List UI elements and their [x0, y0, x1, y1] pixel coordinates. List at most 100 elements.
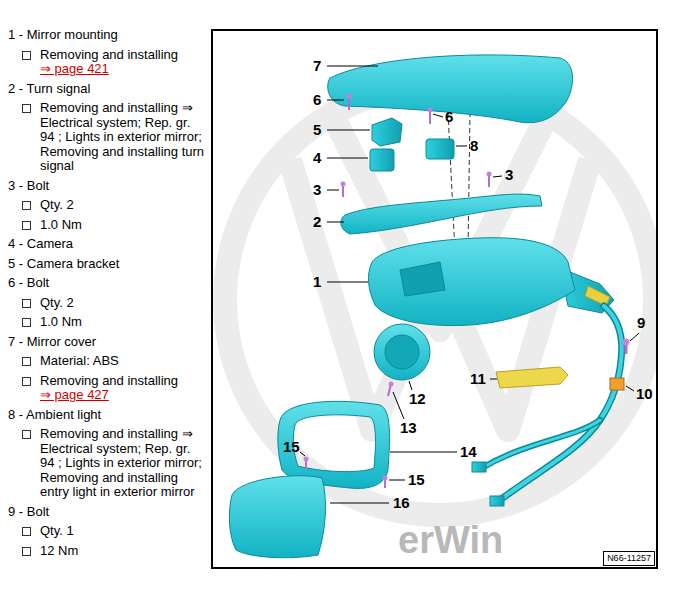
leader-line — [490, 379, 497, 380]
bolt-head — [347, 94, 352, 99]
callout-number: 14 — [460, 443, 477, 461]
part-title: 8 - Ambient light — [8, 408, 208, 423]
item-note: Material: ABS — [8, 354, 208, 369]
leader-line — [630, 333, 639, 341]
wiring-harness — [482, 420, 600, 468]
leader-line — [327, 158, 368, 159]
item-heading: 2 - Turn signal — [8, 82, 208, 97]
harness-connector — [490, 496, 504, 506]
wiring-harness — [500, 306, 622, 500]
item-note: 1.0 Nm — [8, 218, 208, 233]
assembly-line — [468, 112, 470, 252]
note-text: Removing and installing — [40, 48, 208, 63]
page-link: ⇒ page 427 — [40, 388, 208, 403]
leader-line — [433, 114, 443, 117]
item-note: Qty. 1 — [8, 524, 208, 539]
part-title: 4 - Camera — [8, 237, 208, 252]
mirror-mounting — [368, 238, 575, 326]
checkbox-square — [23, 319, 31, 327]
leader-line — [330, 503, 389, 504]
leader-line — [390, 452, 457, 453]
item-note: Removing and installing ⇒ Electrical sys… — [8, 101, 208, 174]
mirror-glass — [229, 476, 325, 558]
note-text: Removing and installing — [40, 374, 208, 389]
item-heading: 8 - Ambient light — [8, 408, 208, 423]
checkbox-symbol — [22, 221, 32, 231]
item-note: Removing and installing ⇒ Electrical sys… — [8, 427, 208, 500]
leader-line — [327, 190, 339, 191]
checkbox-square — [23, 431, 31, 439]
legend-list: 1 - Mirror mountingRemoving and installi… — [8, 28, 208, 558]
watermark-logo: erWin — [398, 520, 503, 560]
item-heading: 6 - Bolt — [8, 276, 208, 291]
leader-line — [409, 381, 412, 390]
callout-number: 9 — [637, 314, 645, 332]
callout-number: 16 — [393, 494, 410, 512]
callout-number: 3 — [505, 166, 513, 184]
checkbox-symbol — [22, 547, 32, 557]
part-title: 7 - Mirror cover — [8, 335, 208, 350]
leader-line — [626, 386, 634, 391]
yellow-strip — [496, 367, 568, 388]
callout-number: 13 — [400, 419, 417, 437]
item-heading: 9 - Bolt — [8, 505, 208, 520]
note-text: 12 Nm — [40, 544, 208, 559]
callout-number: 1 — [313, 273, 321, 291]
leader-line — [393, 392, 404, 419]
gasket — [585, 286, 610, 306]
note-text: 1.0 Nm — [40, 315, 208, 330]
note-text: Material: ABS — [40, 354, 208, 369]
checkbox-square — [23, 528, 31, 536]
callout-number: 4 — [313, 149, 321, 167]
checkbox-symbol — [22, 527, 32, 537]
electrical-connector — [610, 378, 624, 390]
callout-number: 6 — [313, 91, 321, 109]
leader-line — [300, 452, 305, 456]
note-text: Removing and installing ⇒ Electrical sys… — [40, 427, 208, 500]
adjustment-motor — [374, 324, 430, 380]
leader-line — [327, 130, 370, 131]
screw-head — [389, 382, 394, 387]
checkbox-square — [23, 299, 31, 307]
callout-number: 10 — [636, 385, 653, 403]
callout-number: 11 — [470, 370, 486, 388]
wiring-harness — [500, 306, 622, 500]
checkbox-symbol — [22, 104, 32, 114]
bolt-head — [487, 172, 492, 177]
page-link: ⇒ page 421 — [40, 62, 208, 77]
callout-number: 15 — [408, 471, 425, 489]
note-text: 1.0 Nm — [40, 218, 208, 233]
item-heading: 7 - Mirror cover — [8, 335, 208, 350]
part-title: 6 - Bolt — [8, 276, 208, 291]
item-note: Removing and installing⇒ page 421 — [8, 48, 208, 77]
item-note: Qty. 2 — [8, 296, 208, 311]
callout-number: 3 — [313, 181, 321, 199]
part-title: 9 - Bolt — [8, 505, 208, 520]
checkbox-square — [23, 547, 31, 555]
checkbox-square — [23, 105, 31, 113]
checkbox-square — [23, 51, 31, 59]
checkbox-symbol — [22, 299, 32, 309]
camera-bracket — [372, 118, 402, 146]
leader-line — [327, 282, 368, 283]
ambient-light — [426, 139, 454, 159]
note-text: Removing and installing ⇒ Electrical sys… — [40, 101, 208, 174]
item-note: 1.0 Nm — [8, 315, 208, 330]
assembly-line — [448, 112, 455, 252]
checkbox-square — [23, 221, 31, 229]
checkbox-symbol — [22, 357, 32, 367]
harness-connector — [472, 462, 486, 472]
part-title: 1 - Mirror mounting — [8, 28, 208, 43]
bolt-head — [428, 108, 433, 113]
note-text: Qty. 2 — [40, 198, 208, 213]
screw-head — [383, 476, 388, 481]
figure-frame — [212, 30, 657, 568]
callout-number: 12 — [409, 390, 426, 408]
item-heading: 5 - Camera bracket — [8, 257, 208, 272]
checkbox-square — [23, 202, 31, 210]
bolt-head — [341, 182, 346, 187]
